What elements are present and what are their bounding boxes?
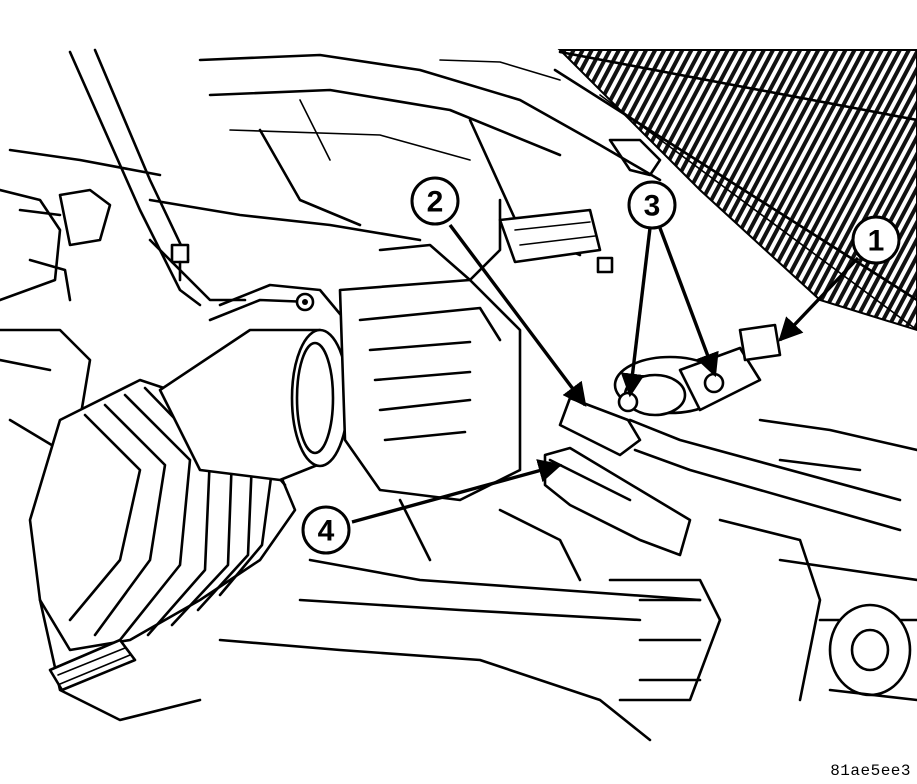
valve-grommet — [613, 323, 782, 417]
callout-2: 2 — [410, 176, 460, 226]
leader-arrow-3b — [658, 227, 719, 378]
leader-arrow-3a — [620, 227, 652, 398]
callout-4-number: 4 — [318, 515, 335, 548]
hose-clamp — [48, 638, 137, 692]
callout-3-number: 3 — [644, 190, 661, 223]
electrical-connector — [498, 208, 614, 274]
intake-housing — [338, 198, 522, 502]
radiator-grille — [553, 49, 917, 332]
callout-2-number: 2 — [427, 186, 444, 219]
leader-arrow-4 — [351, 459, 563, 524]
callout-3: 3 — [627, 180, 677, 230]
heater-hose — [543, 446, 692, 557]
callout-4: 4 — [301, 505, 351, 555]
figure-code: 81ae5ee3 — [830, 762, 911, 780]
pcv-hose — [558, 396, 902, 532]
upper-body-panels — [8, 48, 662, 307]
leader-arrow-2 — [448, 223, 587, 407]
lower-structures — [218, 418, 917, 742]
throttle-body-tube — [158, 283, 350, 482]
callout-1-number: 1 — [868, 225, 885, 258]
leader-arrow-1 — [778, 256, 860, 342]
callout-1: 1 — [851, 215, 901, 265]
bolt-left — [170, 243, 190, 282]
